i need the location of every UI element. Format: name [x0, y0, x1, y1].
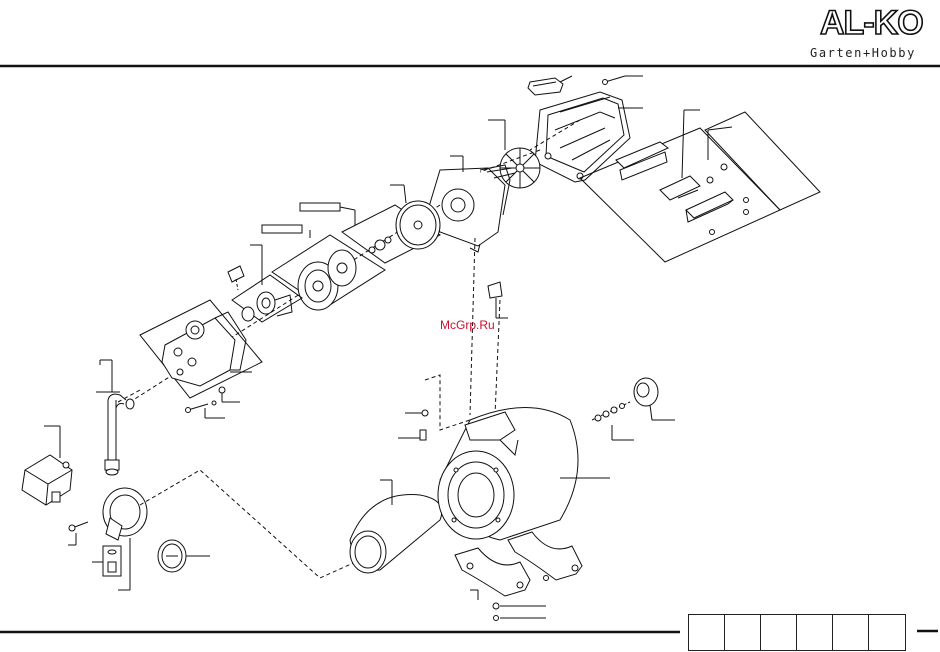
drain-screw	[218, 386, 240, 403]
motor-fan-cover	[534, 91, 643, 183]
alko-logo: AL-KO	[819, 3, 924, 43]
terminal-parts	[704, 111, 821, 235]
manometer	[157, 539, 210, 573]
grid-cell	[797, 615, 833, 650]
mechanical-seal	[299, 202, 441, 264]
motor-cover-cap	[527, 75, 573, 96]
venturi-tube	[227, 265, 245, 291]
bladder	[349, 479, 443, 574]
tank-foot-screws	[398, 409, 549, 621]
grid-cell	[725, 615, 761, 650]
grid-cell	[761, 615, 797, 650]
motor-axis-lines	[129, 119, 581, 416]
cover-screw	[602, 75, 643, 85]
air-valve-parts	[591, 401, 634, 441]
hose-connector	[96, 391, 135, 410]
fan-wheel	[488, 119, 541, 189]
valve-insert	[92, 545, 122, 577]
mounting-foot	[487, 281, 508, 319]
pressure-tank	[437, 407, 610, 541]
housing-screw	[185, 400, 225, 419]
pump-housing	[139, 299, 263, 399]
connection-dashed-lines	[117, 374, 471, 579]
tank-foot	[454, 531, 583, 600]
elbow-pipe	[99, 359, 127, 476]
five-way-connector	[102, 487, 148, 591]
motor-assembly	[427, 155, 516, 253]
impeller-assembly	[261, 224, 386, 311]
grid-cell	[833, 615, 869, 650]
footer-page-grid	[688, 614, 906, 651]
fitting-screw	[68, 521, 89, 546]
pressure-switch	[21, 425, 73, 506]
capacitor-box-assembly	[579, 109, 781, 263]
brand-tagline: Garten+Hobby	[810, 46, 916, 60]
watermark-text: McGrp.Ru	[440, 318, 495, 332]
jet-nozzle-assembly	[231, 244, 303, 323]
diffuser-disc	[390, 184, 441, 250]
grid-cell	[869, 615, 905, 650]
grid-cell	[689, 615, 725, 650]
tank-flange-cap	[633, 377, 675, 421]
